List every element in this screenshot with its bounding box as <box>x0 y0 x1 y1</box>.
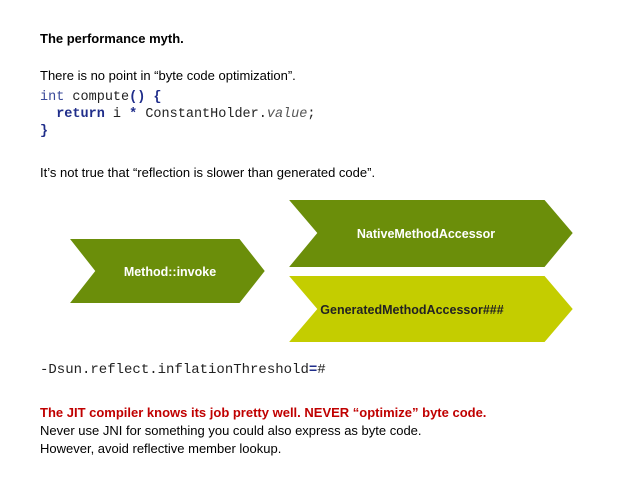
flag-name: -Dsun.reflect.inflationThreshold <box>40 362 309 378</box>
code-keyword-return: return <box>56 107 105 122</box>
claim-bytecode-optimization: There is no point in “byte code optimiza… <box>40 68 296 83</box>
jni-note: Never use JNI for something you could al… <box>40 423 422 438</box>
flag-equals: = <box>308 362 318 378</box>
code-keyword-int: int <box>40 90 65 105</box>
code-field-value: value <box>266 107 308 122</box>
reflective-lookup-note: However, avoid reflective member lookup. <box>40 441 282 456</box>
code-snippet: int compute() { return i * ConstantHolde… <box>40 89 315 140</box>
code-var-i: i <box>104 107 130 122</box>
inflation-threshold-flag: -Dsun.reflect.inflationThreshold=# <box>40 362 326 379</box>
flag-value: # <box>317 362 326 378</box>
native-accessor-chevron <box>284 198 576 269</box>
code-constant-holder: ConstantHolder. <box>137 107 267 122</box>
code-operator-star: * <box>129 107 138 122</box>
method-invoke-label: Method::invoke <box>124 265 216 279</box>
code-close-brace: } <box>40 124 49 139</box>
native-accessor-label: NativeMethodAccessor <box>357 227 495 241</box>
method-invoke-chevron <box>65 237 268 305</box>
claim-reflection-speed: It’s not true that “reflection is slower… <box>40 165 376 180</box>
generated-accessor-chevron <box>284 274 576 344</box>
code-parens: () <box>129 90 146 105</box>
jit-note: The JIT compiler knows its job pretty we… <box>40 405 487 420</box>
generated-accessor-label: GeneratedMethodAccessor### <box>320 303 503 317</box>
code-method-name: compute <box>64 90 130 105</box>
code-open-brace: { <box>145 90 162 105</box>
slide-title: The performance myth. <box>40 31 184 46</box>
code-semicolon: ; <box>307 107 316 122</box>
